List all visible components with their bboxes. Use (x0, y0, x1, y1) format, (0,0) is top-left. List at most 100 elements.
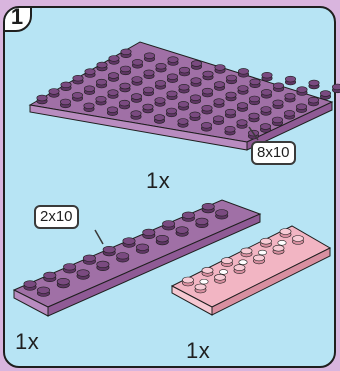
stud (73, 75, 83, 84)
stud (191, 61, 201, 70)
stud (132, 77, 142, 86)
stud (103, 246, 115, 256)
stud (225, 109, 235, 118)
technic-hole (219, 270, 227, 275)
stud (83, 255, 95, 265)
stud (225, 126, 235, 135)
technic-hole (258, 250, 266, 255)
stud (241, 248, 252, 257)
stud (273, 83, 283, 92)
stud (144, 53, 154, 62)
stud (249, 113, 259, 122)
stud (238, 68, 248, 77)
stud (143, 229, 155, 239)
stud (261, 89, 271, 98)
stud (297, 87, 307, 96)
stud (167, 91, 177, 100)
stud (273, 245, 284, 254)
stud (166, 108, 176, 117)
stud (162, 221, 174, 231)
stud (249, 96, 259, 105)
stud (237, 120, 247, 129)
technic-hole (239, 260, 247, 265)
stud (167, 74, 177, 83)
stud (213, 116, 223, 125)
stud (202, 105, 212, 114)
stud (182, 212, 194, 222)
stud (226, 92, 236, 101)
quantity-8x10: 1x (146, 168, 170, 194)
stud (285, 93, 295, 102)
stud (156, 63, 166, 72)
stud (261, 107, 271, 116)
stud (154, 115, 164, 124)
stud (272, 117, 282, 126)
stud (72, 92, 82, 101)
stud (132, 59, 142, 68)
stud (260, 238, 271, 247)
stud (190, 112, 200, 121)
stud (215, 65, 225, 74)
technic-hole (200, 279, 208, 284)
stud (168, 57, 178, 66)
stud (60, 99, 70, 108)
stud (155, 80, 165, 89)
stud (308, 97, 318, 106)
stud (57, 278, 69, 288)
stud (178, 101, 188, 110)
dimension-label-2x10: 2x10 (34, 205, 79, 229)
stud (178, 119, 188, 128)
stud (44, 272, 56, 282)
technic-hole (278, 240, 286, 245)
stud (131, 94, 141, 103)
callout-leader-2x10 (95, 230, 103, 244)
stud (123, 238, 135, 248)
stud (203, 71, 213, 80)
stud (250, 79, 260, 88)
stud (253, 255, 264, 264)
stud (120, 83, 130, 92)
stud (85, 69, 95, 78)
stud (143, 104, 153, 113)
stud (107, 107, 117, 116)
stud (144, 70, 154, 79)
stud (191, 78, 201, 87)
stud (214, 82, 224, 91)
stud (37, 95, 47, 104)
stud (108, 73, 118, 82)
stud (214, 274, 225, 283)
stud (202, 203, 214, 213)
stud (77, 270, 89, 280)
stud (234, 265, 245, 274)
stud (320, 91, 330, 100)
stud (285, 76, 295, 85)
stud (201, 122, 211, 131)
stud (156, 235, 168, 245)
stud (179, 84, 189, 93)
stud (332, 84, 340, 93)
stud (238, 86, 248, 95)
stud (96, 79, 106, 88)
stud (280, 229, 291, 238)
stud (195, 284, 206, 293)
stud (84, 86, 94, 95)
stud (190, 95, 200, 104)
stud (63, 264, 75, 274)
stud (179, 67, 189, 76)
stud (284, 110, 294, 119)
stud (97, 62, 107, 71)
stud (37, 287, 49, 297)
quantity-technic-plate: 1x (186, 338, 210, 364)
stud (49, 89, 59, 98)
stud (61, 82, 71, 91)
stud (202, 267, 213, 276)
stud (292, 236, 303, 245)
stud (182, 277, 193, 286)
stud (296, 104, 306, 113)
stud (214, 99, 224, 108)
stud (121, 49, 131, 58)
stud (216, 210, 228, 220)
stud (84, 103, 94, 112)
stud (196, 218, 208, 228)
stud (24, 281, 36, 291)
